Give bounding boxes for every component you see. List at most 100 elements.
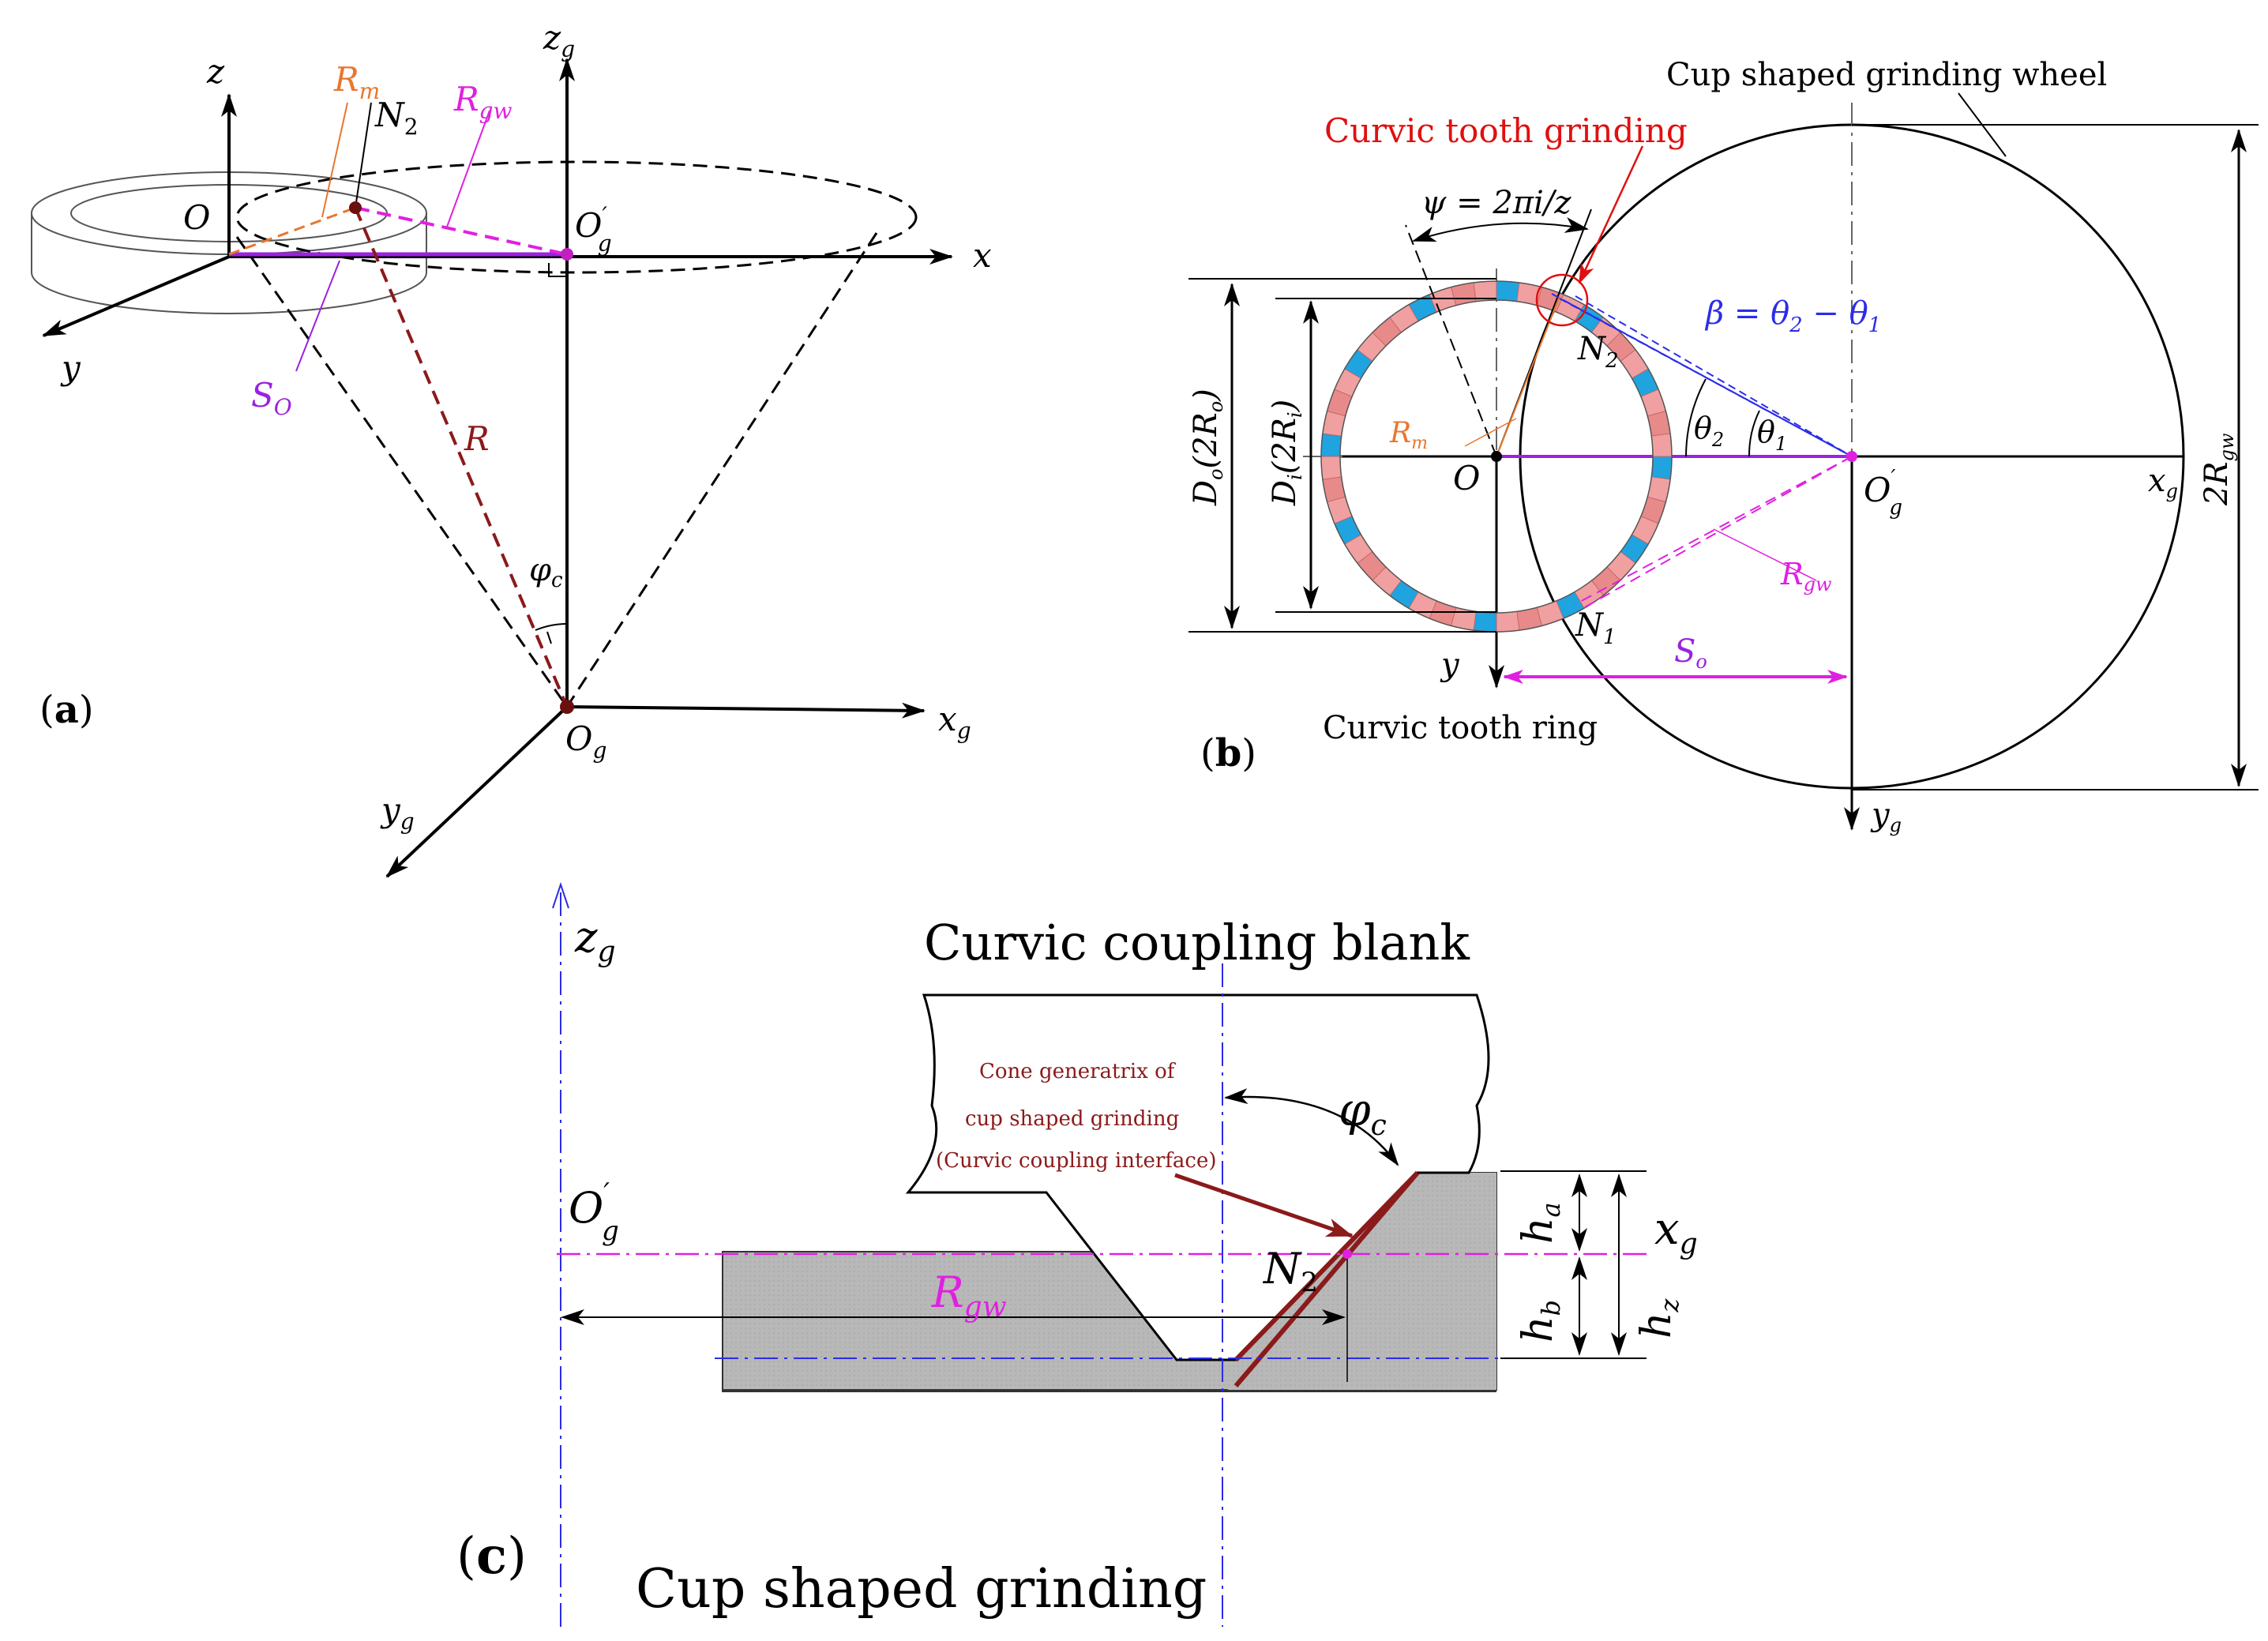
label-theta2: θ2 (1694, 411, 1724, 451)
panel-label-a: (a) (39, 688, 94, 732)
note-line-3: (Curvic coupling interface) (936, 1149, 1216, 1173)
phic-arc-a (535, 623, 568, 631)
label-beta: β = θ2 − θ1 (1704, 295, 1881, 337)
label-so-a: SO (251, 376, 292, 420)
ring-tooth-segment (1473, 610, 1497, 633)
title-grinding: Curvic tooth grinding (1324, 111, 1688, 150)
r-line-a (354, 207, 569, 708)
point-o-b (1491, 451, 1502, 462)
ring-tooth-segment (1320, 433, 1342, 457)
xg-axis-a (566, 702, 926, 719)
label-2rgw: 2Rgw (2199, 433, 2238, 506)
psi-line-1 (1405, 224, 1497, 457)
grinding-contact-circle (1535, 273, 1589, 327)
label-y-b: y (1440, 647, 1460, 683)
label-y-a: y (60, 348, 81, 387)
phic-arc-c (1224, 1088, 1399, 1166)
label-ring: Curvic tooth ring (1323, 710, 1598, 746)
label-n1-b: N1 (1575, 607, 1617, 649)
rgw-line-a (355, 206, 568, 256)
bottom-title: Cup shaped grinding (636, 1558, 1207, 1620)
label-rgw-a: Rgw (453, 80, 513, 124)
wheel-leader (1958, 92, 2007, 157)
point-og-a (560, 700, 574, 714)
label-hb: hb (1515, 1300, 1566, 1342)
label-o-b: O (1453, 459, 1480, 498)
cone-generatrix (1234, 1171, 1420, 1388)
label-theta1: θ1 (1757, 415, 1787, 455)
label-hz: hz (1633, 1298, 1684, 1339)
label-so-b: So (1674, 633, 1707, 673)
label-n2-b: N2 (1577, 331, 1619, 373)
ring-tooth-segment (1650, 433, 1673, 457)
label-x-a: x (973, 236, 992, 275)
label-og-a: Og (565, 719, 606, 764)
panel-label-b: (b) (1200, 731, 1256, 775)
panel-b: Cup shaped grinding wheel Curvic tooth g… (1188, 57, 2259, 836)
right-angle-mark (548, 263, 567, 277)
label-xg-b: xg (2148, 463, 2178, 502)
label-ha: ha (1515, 1202, 1566, 1244)
point-og-b (1846, 451, 1857, 462)
label-phic-a: φc (529, 552, 563, 592)
rm-leader-a (321, 102, 348, 218)
ring-tooth-segment (1496, 610, 1520, 633)
label-rm-b: Rm (1389, 417, 1428, 453)
label-o-a: O (183, 198, 210, 237)
theta1-arc (1748, 410, 1760, 457)
label-yg-a: yg (380, 790, 415, 835)
label-zg-a: zg (543, 18, 575, 62)
point-og-prime-a (561, 248, 573, 261)
rm-leader-b (1464, 418, 1517, 447)
label-z-a: z (206, 52, 225, 91)
yg-axis-a (385, 705, 569, 878)
point-n2-a (349, 201, 362, 214)
label-phic-c: φc (1339, 1083, 1387, 1142)
note-line-1: Cone generatrix of (979, 1060, 1177, 1083)
ring-tooth-segment (1320, 456, 1342, 480)
rgw-line-b (1575, 456, 1853, 605)
label-psi: ψ = 2πi/z (1421, 185, 1571, 221)
label-n2-c: N2 (1262, 1244, 1318, 1298)
label-zg-c: zg (574, 912, 616, 968)
psi-arc (1412, 217, 1589, 242)
note-line-2: cup shaped grinding (965, 1107, 1179, 1131)
label-di: Di(2Ri) (1267, 400, 1306, 506)
label-r-a: R (464, 419, 490, 458)
blank-title: Curvic coupling blank (924, 914, 1470, 971)
label-do: Do(2Ro) (1188, 389, 1227, 506)
point-n2-c (1342, 1249, 1352, 1259)
rgw-leader-b (1713, 528, 1817, 581)
label-rgw-c: Rgw (931, 1267, 1007, 1324)
n2-leader-a (355, 102, 372, 208)
grinding-arrow (1578, 145, 1644, 284)
theta2-arc (1685, 378, 1707, 457)
label-xg-c: xg (1654, 1204, 1698, 1260)
panel-label-c: (c) (456, 1526, 527, 1586)
label-yg-b: yg (1870, 797, 1902, 836)
note-arrow (1174, 1173, 1354, 1238)
label-xg-a: xg (938, 700, 971, 744)
grinding-cone (235, 160, 918, 708)
panel-a: z zg x y O O′g Rm N2 Rgw SO R φc Og xg y… (31, 18, 992, 878)
tooth-ring (1320, 280, 1673, 633)
label-og-b: O′g (1864, 466, 1902, 520)
rm-line-a (228, 206, 356, 256)
beta-lines (1551, 293, 1853, 457)
coupling-blank (905, 993, 1490, 1361)
label-n2-a: N2 (374, 96, 419, 140)
rm-line-b (1496, 295, 1560, 457)
rgw-leader-a (445, 110, 490, 230)
label-og-c: O′g (569, 1177, 619, 1247)
dim-h (1500, 1170, 1647, 1359)
dim-2rgw (1852, 124, 2259, 790)
label-og-prime-a: O′g (575, 202, 612, 257)
label-rm-a: Rm (333, 60, 380, 104)
ring-tooth-segment (1650, 456, 1673, 480)
so-leader (295, 260, 340, 372)
panel-c: zg O′g Curvic coupling blank Cone genera… (456, 881, 1698, 1627)
frame-o-axes (42, 93, 953, 337)
title-wheel: Cup shaped grinding wheel (1666, 57, 2107, 93)
ring-tooth-segment (1496, 280, 1520, 302)
